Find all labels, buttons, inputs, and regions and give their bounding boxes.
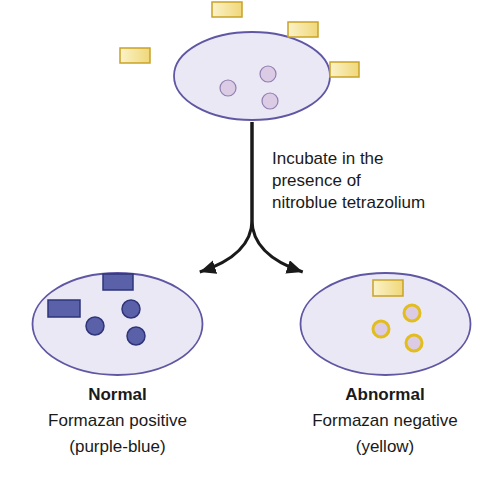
cell-node: AbnormalFormazan negative (yellow) (298, 272, 473, 467)
split-arrow (252, 122, 303, 272)
nbt-crystal (330, 62, 359, 77)
granule (406, 335, 422, 351)
cell-heading: Abnormal (298, 382, 473, 408)
granule (262, 93, 278, 109)
cell-membrane (300, 273, 470, 375)
nbt-crystal (120, 48, 150, 63)
cell-node (172, 30, 332, 122)
granule (220, 80, 236, 96)
cell-heading: Normal (30, 382, 205, 408)
unreduced-granules (373, 305, 422, 351)
granules (220, 66, 278, 109)
granule (260, 66, 276, 82)
cell-membrane (174, 32, 330, 120)
nbt-crystal (288, 22, 318, 37)
formazan-granule (122, 300, 140, 318)
nbt-crystals (120, 2, 403, 296)
cell-node: NormalFormazan positive (purple-blue) (30, 272, 205, 467)
procedure-note: Incubate in the presence of nitroblue te… (272, 148, 428, 214)
cell-outline (172, 30, 332, 122)
formazan-granule (127, 327, 145, 345)
cell-result: Formazan positive (purple-blue) (30, 408, 205, 460)
nbt-crystal (373, 280, 403, 296)
granule (404, 305, 420, 321)
cell-result: Formazan negative (yellow) (298, 408, 473, 460)
granule (373, 321, 389, 337)
formazan-granule (86, 317, 104, 335)
cell-membrane (33, 273, 203, 375)
cell-caption: NormalFormazan positive (purple-blue) (30, 382, 205, 460)
split-arrow (200, 122, 252, 272)
formazan-crystal (48, 300, 80, 317)
cell-caption: AbnormalFormazan negative (yellow) (298, 382, 473, 460)
formazan-crystal (103, 274, 133, 290)
formazan-deposits (48, 274, 145, 345)
nbt-crystal (212, 2, 242, 17)
